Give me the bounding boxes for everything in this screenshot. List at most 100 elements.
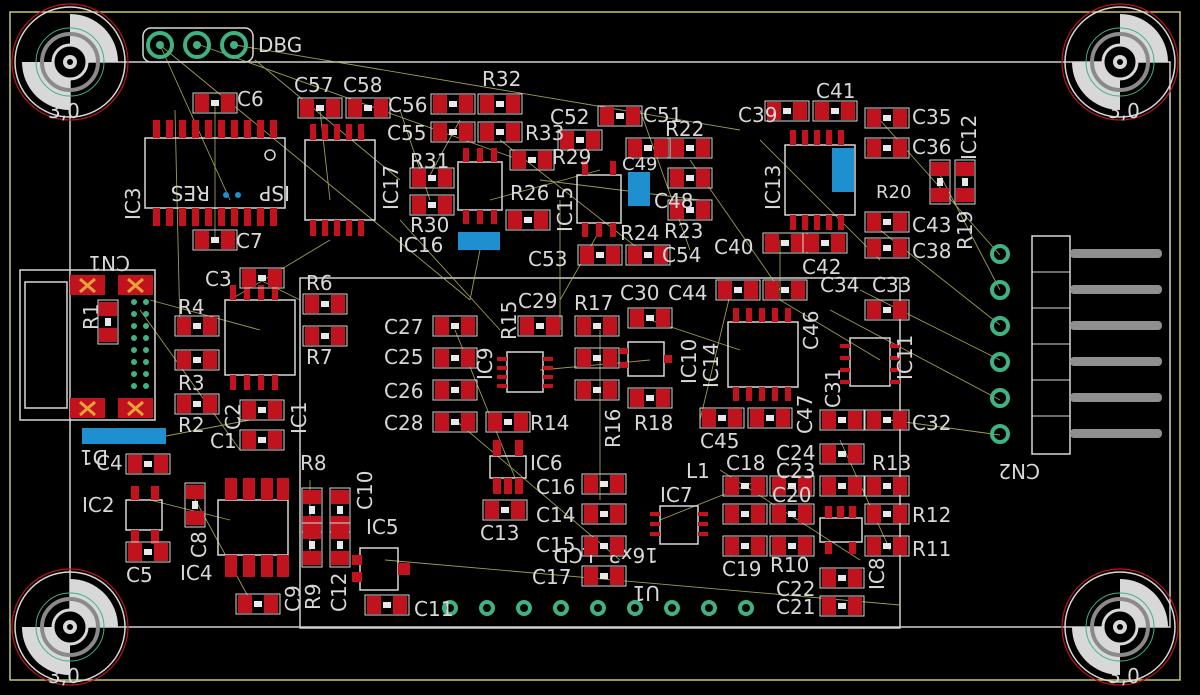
hole-size-label-tl: 3,0 — [48, 99, 80, 123]
passive-body — [451, 355, 459, 361]
passive-body — [449, 101, 457, 107]
passive-pad — [186, 511, 204, 525]
ref-IC5: IC5 — [366, 515, 399, 539]
passive-pad — [848, 569, 862, 587]
ref-C26: C26 — [384, 379, 423, 403]
passive-outline — [667, 167, 713, 189]
passive-pad — [670, 139, 684, 157]
ref-C53: C53 — [528, 247, 567, 271]
passive-outline — [509, 149, 555, 171]
ref-C11: C11 — [414, 597, 453, 621]
dbg-header[interactable] — [142, 27, 254, 63]
lcd-header-pins[interactable] — [442, 600, 754, 616]
ref-C9: C9 — [281, 585, 305, 612]
passive-pad — [822, 411, 836, 429]
passive-pad — [656, 309, 670, 327]
passive-outline — [297, 97, 343, 119]
passive-body — [193, 401, 201, 407]
passive-body — [258, 275, 266, 281]
ref-IC13: IC13 — [761, 165, 785, 210]
ref-C54: C54 — [662, 243, 701, 267]
passive-body — [781, 287, 789, 293]
passive-body — [496, 129, 504, 135]
passive-pad — [461, 381, 475, 399]
passive-pad — [696, 201, 710, 219]
passive-pad — [893, 109, 907, 127]
passive-pad — [584, 567, 598, 585]
passive-pad — [610, 475, 624, 493]
ref-C35: C35 — [912, 105, 951, 129]
passive-pad — [303, 551, 321, 565]
cn2-header[interactable] — [990, 235, 1162, 455]
passive-body — [105, 318, 111, 326]
passive-body — [337, 541, 343, 549]
passive-pad — [841, 102, 855, 120]
passive-body — [593, 323, 601, 329]
ref-C40: C40 — [714, 235, 753, 259]
ref-C3: C3 — [205, 267, 232, 291]
passive-pad — [600, 107, 614, 125]
passive-pad — [268, 401, 282, 419]
passive-outline — [409, 167, 455, 189]
passive-pad — [725, 505, 739, 523]
passive-pad — [512, 151, 526, 169]
passive-pad — [630, 309, 644, 327]
cn1-usb-connector[interactable] — [19, 269, 156, 421]
passive-body — [309, 506, 315, 514]
passive-pad — [867, 411, 881, 429]
passive-pad — [610, 505, 624, 523]
passive-outline — [864, 503, 910, 525]
passive-pad — [815, 102, 829, 120]
passive-outline — [574, 315, 620, 337]
passive-outline — [97, 299, 119, 345]
passive-pad — [268, 431, 282, 449]
passive-body — [741, 511, 749, 517]
passive-body — [364, 105, 372, 111]
ref-C16: C16 — [536, 475, 575, 499]
passive-body — [383, 602, 391, 608]
ref-C43: C43 — [912, 213, 951, 237]
passive-pad — [508, 211, 522, 229]
passive-outline — [125, 453, 171, 475]
passive-outline — [627, 307, 673, 329]
passive-pad — [772, 537, 786, 555]
ref-R4: R4 — [178, 295, 205, 319]
ref-R3: R3 — [178, 371, 205, 395]
passive-body — [838, 603, 846, 609]
passive-pad — [195, 231, 209, 249]
passive-pad — [534, 211, 548, 229]
passive-outline — [432, 315, 478, 337]
passive-pad — [412, 196, 426, 214]
passive-outline — [864, 409, 910, 431]
passive-pad — [480, 123, 494, 141]
ref-R22: R22 — [665, 117, 704, 141]
passive-pad — [520, 317, 534, 335]
passive-body — [718, 415, 726, 421]
ref-C21: C21 — [776, 595, 815, 619]
passive-outline — [722, 535, 768, 557]
passive-body — [428, 175, 436, 181]
passive-outline — [812, 100, 858, 122]
passive-outline — [762, 279, 808, 301]
ref-C44: C44 — [668, 281, 707, 305]
passive-body — [781, 240, 789, 246]
passive-pad — [461, 317, 475, 335]
ref-R8: R8 — [300, 451, 327, 475]
passive-pad — [744, 281, 758, 299]
passive-body — [838, 451, 846, 457]
cn1-label: CN1 — [88, 251, 130, 275]
ic3-package[interactable] — [144, 120, 286, 226]
ref-R18: R18 — [634, 411, 673, 435]
passive-outline — [432, 347, 478, 369]
ref-C13: C13 — [480, 521, 519, 545]
passive-outline — [174, 393, 220, 415]
passive-pad — [893, 139, 907, 157]
passive-pad — [480, 95, 494, 113]
ref-IC9: IC9 — [473, 347, 497, 380]
passive-outline — [581, 473, 627, 495]
ref-IC14: IC14 — [699, 343, 723, 388]
ref-C56: C56 — [388, 93, 427, 117]
passive-body — [211, 100, 219, 106]
passive-outline — [819, 595, 865, 617]
